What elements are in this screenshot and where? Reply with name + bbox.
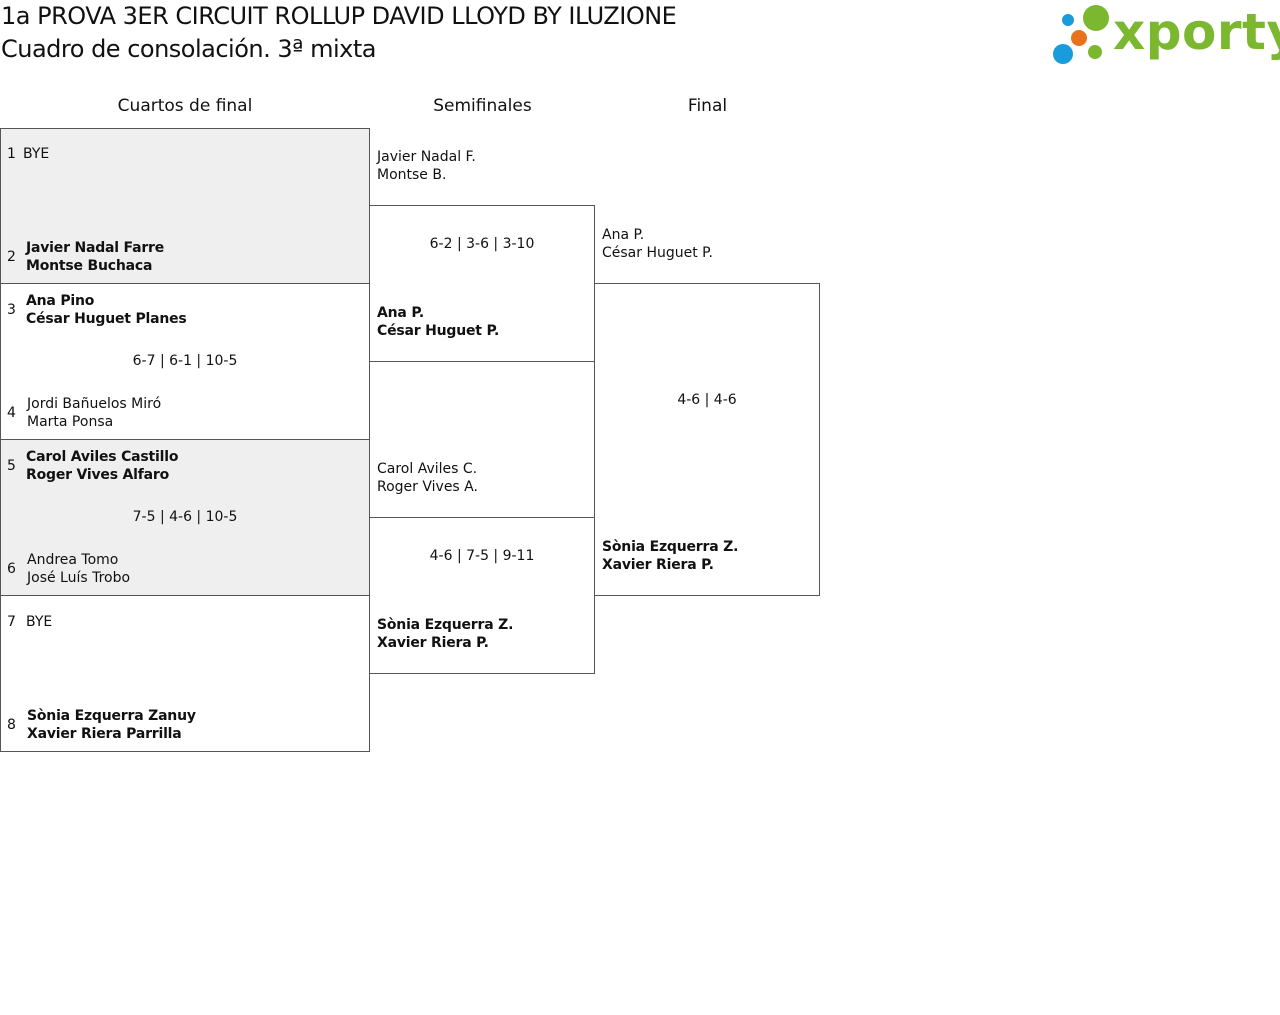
player-name: César Huguet Planes (26, 311, 187, 327)
player-name: Sònia Ezquerra Z. (602, 539, 739, 555)
seed-number: 8 (7, 717, 16, 733)
player-name: Montse B. (377, 167, 447, 183)
team-entry-bottom[interactable]: Jordi Bañuelos Miró Marta Ponsa (27, 395, 161, 431)
player-name: César Huguet P. (602, 245, 713, 261)
seed-number: 4 (7, 405, 16, 421)
team-entry-bottom[interactable]: Andrea Tomo José Luís Trobo (27, 551, 130, 587)
seed-number: 6 (7, 561, 16, 577)
match-score: 6-7 | 6-1 | 10-5 (132, 353, 238, 369)
player-name: Javier Nadal F. (377, 149, 476, 165)
player-name: Montse Buchaca (26, 258, 153, 274)
seed-number: 3 (7, 302, 16, 318)
quarterfinal-match-3 (0, 439, 370, 596)
round-heading-final: Final (687, 96, 728, 116)
player-name: Xavier Riera Parrilla (27, 726, 182, 742)
team-entry-top[interactable]: BYE (26, 613, 52, 631)
xporty-wordmark: xporty (1113, 3, 1280, 61)
team-entry-top[interactable]: Ana P. César Huguet P. (602, 226, 713, 262)
team-entry-top[interactable]: Javier Nadal F. Montse B. (377, 148, 476, 184)
player-name: Roger Vives Alfaro (26, 467, 170, 483)
player-name: Xavier Riera P. (602, 557, 714, 573)
player-name: Andrea Tomo (27, 552, 119, 568)
match-score: 6-2 | 3-6 | 3-10 (429, 236, 535, 252)
seed-number: 2 (7, 249, 16, 265)
team-entry-bottom[interactable]: Javier Nadal Farre Montse Buchaca (26, 239, 164, 275)
team-entry-top[interactable]: Carol Aviles Castillo Roger Vives Alfaro (26, 448, 178, 484)
seed-number: 5 (7, 458, 16, 474)
player-name: Jordi Bañuelos Miró (27, 396, 162, 412)
team-entry-top[interactable]: Carol Aviles C. Roger Vives A. (377, 460, 478, 496)
match-score: 4-6 | 7-5 | 9-11 (429, 548, 535, 564)
seed-number: 1 (7, 146, 16, 162)
player-name: Sònia Ezquerra Z. (377, 617, 514, 633)
player-name: Sònia Ezquerra Zanuy (27, 708, 196, 724)
player-name: José Luís Trobo (27, 570, 131, 586)
team-entry-bottom[interactable]: Sònia Ezquerra Z. Xavier Riera P. (602, 538, 738, 574)
player-name: BYE (23, 146, 50, 162)
team-entry-bottom[interactable]: Ana P. César Huguet P. (377, 304, 499, 340)
player-name: Carol Aviles Castillo (26, 449, 179, 465)
player-name: Marta Ponsa (27, 414, 114, 430)
player-name: Javier Nadal Farre (26, 240, 165, 256)
seed-number: 7 (7, 614, 16, 630)
team-entry-top[interactable]: Ana Pino César Huguet Planes (26, 292, 187, 328)
match-score: 4-6 | 4-6 (677, 392, 737, 408)
match-score: 7-5 | 4-6 | 10-5 (132, 509, 238, 525)
player-name: Ana Pino (26, 293, 95, 309)
round-heading-semifinals: Semifinales (433, 96, 532, 116)
draw-subtitle: Cuadro de consolación. 3ª mixta (1, 35, 376, 63)
quarterfinal-match-1 (0, 128, 370, 284)
player-name: César Huguet P. (377, 323, 500, 339)
xporty-logo[interactable]: xporty (1050, 2, 1280, 68)
team-entry-bottom[interactable]: Sònia Ezquerra Zanuy Xavier Riera Parril… (27, 707, 196, 743)
tournament-title: 1a PROVA 3ER CIRCUIT ROLLUP DAVID LLOYD … (1, 2, 677, 30)
player-name: Ana P. (377, 305, 424, 321)
player-name: Roger Vives A. (377, 479, 478, 495)
team-entry-bottom[interactable]: Sònia Ezquerra Z. Xavier Riera P. (377, 616, 513, 652)
final-match (594, 283, 820, 596)
xporty-dots-icon (1053, 5, 1109, 64)
team-entry-top[interactable]: BYE (23, 145, 49, 163)
player-name: Carol Aviles C. (377, 461, 478, 477)
round-heading-quarterfinals: Cuartos de final (117, 96, 253, 116)
player-name: Ana P. (602, 227, 645, 243)
player-name: BYE (26, 614, 53, 630)
player-name: Xavier Riera P. (377, 635, 489, 651)
